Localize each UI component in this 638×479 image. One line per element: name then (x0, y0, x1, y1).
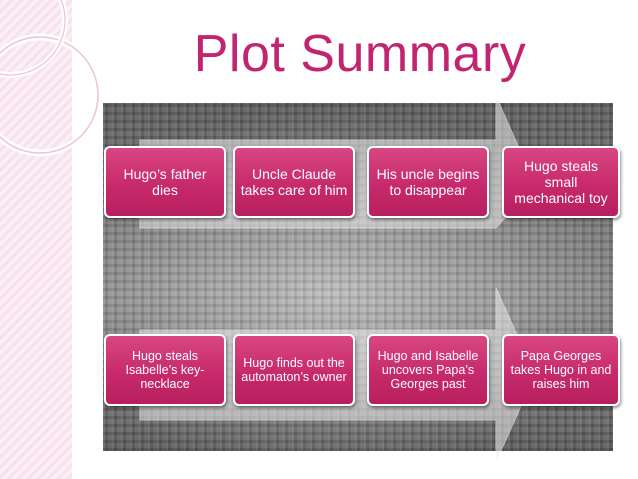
step-box-5: Hugo steals Isabelle’s key-necklace (104, 334, 226, 406)
decorative-strip (0, 0, 72, 479)
step-box-1: Hugo’s father dies (104, 146, 226, 218)
step-box-7: Hugo and Isabelle uncovers Papa’s George… (367, 334, 489, 406)
page-title: Plot Summary (193, 25, 527, 83)
step-box-4: Hugo steals small mechanical toy (502, 146, 620, 218)
step-box-6: Hugo finds out the automaton’s owner (233, 334, 355, 406)
decorative-circles-icon (0, 0, 102, 157)
step-box-2: Uncle Claude takes care of him (233, 146, 355, 218)
step-box-3: His uncle begins to disappear (367, 146, 489, 218)
step-box-8: Papa Georges takes Hugo in and raises hi… (502, 334, 620, 406)
